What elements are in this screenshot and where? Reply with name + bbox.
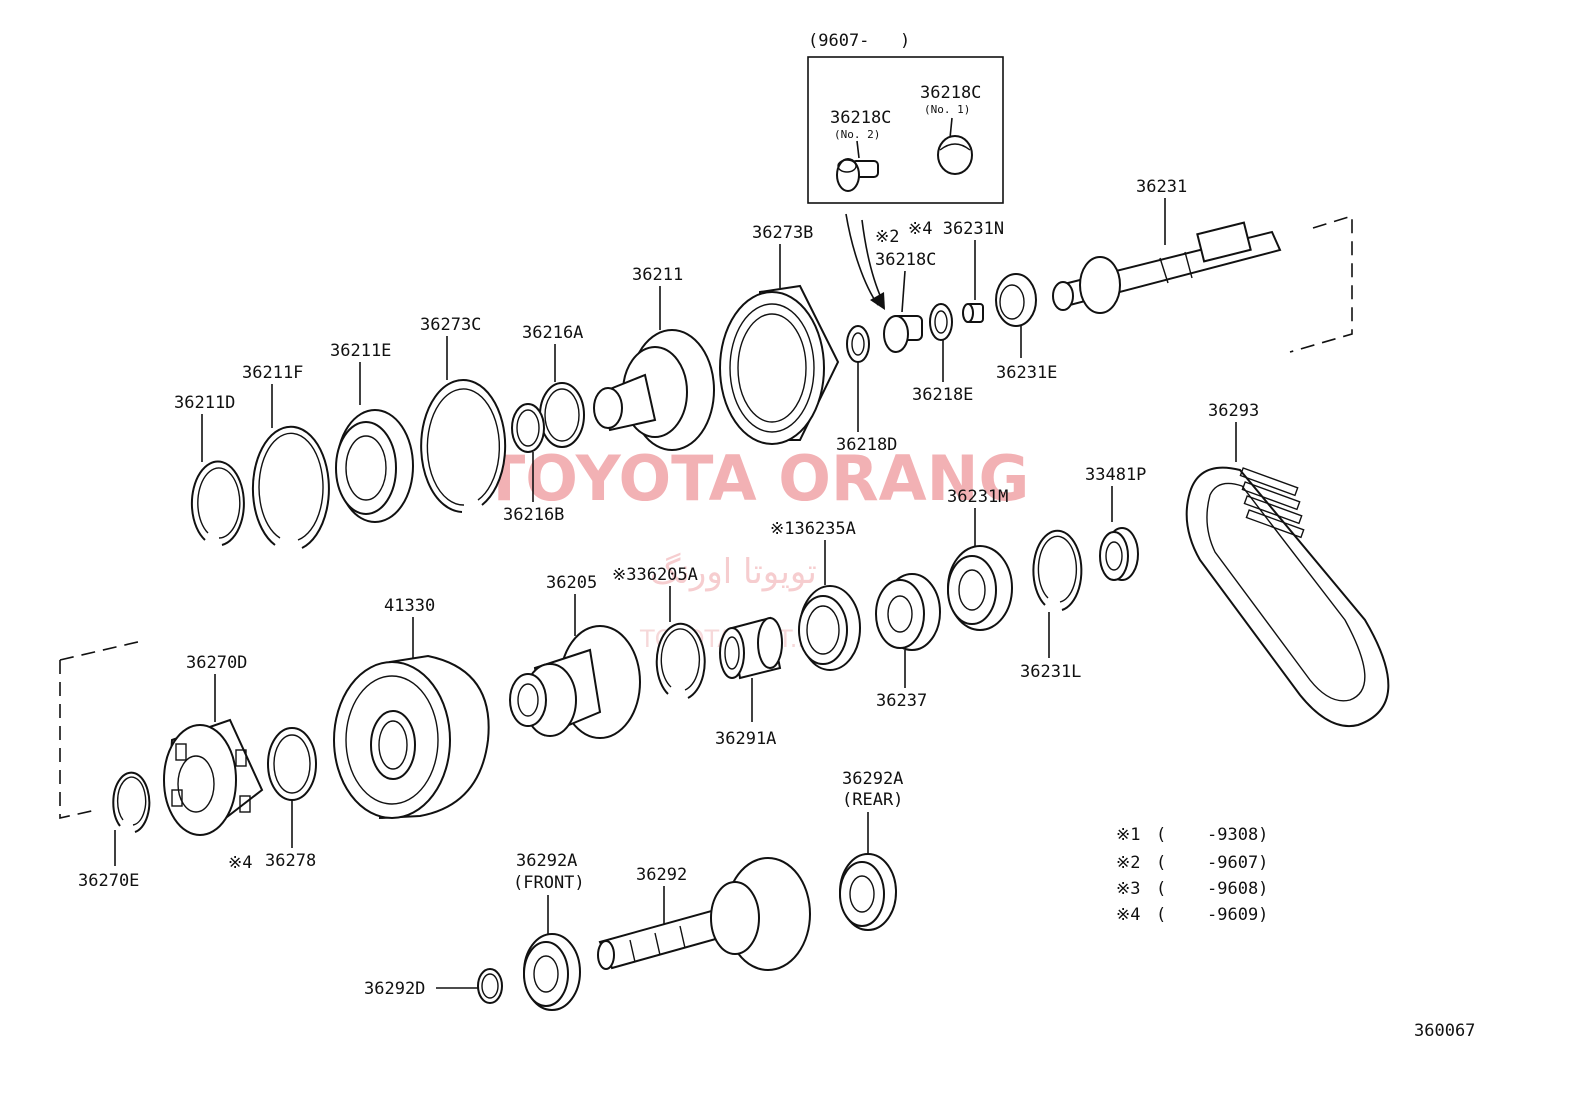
label-36292A-front: 36292A [516,851,577,871]
legend: ※1 ( -9308) ※2 ( -9607) ※3 ( -9608) ※4 (… [1116,825,1268,925]
legend-mark: ※2 [1116,853,1140,873]
cap-no1-part [937,117,973,175]
chain-36293-part [1185,466,1390,728]
label-36231N: ※4 36231N [908,219,1004,239]
inset-caption-open: (9607- [808,31,869,51]
snap-ring-36211F-part [251,425,330,549]
label-36278: 36278 [265,851,316,871]
label-36211D: 36211D [174,393,235,413]
snap-ring-36211D-part [190,460,245,546]
inset-part-b-label: 36218C [920,83,981,103]
inset-box: (9607- ) 36218C (No. 2) 36218C (No. 1) [807,31,1004,310]
ring-36216A-part [539,382,585,448]
label-36291A: 36291A [715,729,776,749]
legend-mark: ※3 [1116,879,1140,899]
bearing-36292A-front-part [523,933,581,1011]
label-36237: 36237 [876,691,927,711]
label-36292A-rear: 36292A [842,769,903,789]
spacer-36231N-part [962,303,984,323]
shaft-36292-part [597,857,811,971]
inset-part-b-sub: (No. 1) [924,103,970,116]
inset-caption-close: ) [900,31,910,51]
legend-open: ( [1156,879,1166,899]
label-36292A-front-sub: (FRONT) [513,873,585,893]
label-36205: 36205 [546,573,597,593]
sprocket-36205-part [509,625,641,739]
washer-36218D-part [846,325,870,363]
label-36270D: 36270D [186,653,247,673]
label-36211F: 36211F [242,363,303,383]
label-36278-mark: ※4 [228,853,252,873]
bearing-36292A-rear-part [839,853,897,931]
bearing-36231E-part [995,273,1037,327]
label-36211: 36211 [632,265,683,285]
label-36231: 36231 [1136,177,1187,197]
hub-36270D-part [163,718,264,836]
output-shaft-part: 36231 [1052,177,1282,314]
watermark: TOYOTA ORANG تویوتا اورنگ TOYOTAPART.IR [483,442,1029,653]
legend-open: ( [1156,853,1166,873]
label-36231L: 36231L [1020,662,1081,682]
snap-ring-36292D-part [477,968,503,1004]
snap-ring-36273C-part [420,379,507,513]
inset-part-a-label: 36218C [830,108,891,128]
label-36273B: 36273B [752,223,813,243]
bearing-36211E-part [335,409,414,523]
legend-range: -9607) [1207,853,1268,873]
label-36292: 36292 [636,865,687,885]
plug-36218C-part [883,315,923,353]
label-36216A: 36216A [522,323,583,343]
label-36231M: 36231M [947,487,1008,507]
legend-range: -9609) [1207,905,1268,925]
label-36273C: 36273C [420,315,481,335]
shaft-link-dash-left [59,660,97,819]
drum-41330-part [333,654,490,820]
gear-36211-part [593,329,715,451]
washer-36218E-part [929,303,953,341]
ring-36216B-part [511,403,545,453]
label-36218D: 36218D [836,435,897,455]
label-36270E: 36270E [78,871,139,891]
label-36292D: 36292D [364,979,425,999]
shaft-link-dash-top [1289,214,1353,353]
label-36218C-mark: ※2 [875,227,899,247]
watermark-persian: تویوتا اورنگ [650,552,817,592]
legend-open: ( [1156,825,1166,845]
label-36216B: 36216B [503,505,564,525]
watermark-title: TOYOTA ORANG [483,442,1029,515]
legend-mark: ※1 [1116,825,1140,845]
bearing-36235A-part [798,585,861,671]
legend-range: -9308) [1207,825,1268,845]
hub-36237-part [875,573,941,651]
inset-part-a-sub: (No. 2) [834,128,880,141]
needle-bearing-36291A-part [719,616,783,680]
washer-36278-part [267,727,317,801]
snap-ring-36231L-part [1032,529,1083,611]
label-36231E: 36231E [996,363,1057,383]
label-36235A: ※136235A [770,519,856,539]
legend-mark: ※4 [1116,905,1140,925]
seal-33481P-part [1099,527,1139,581]
diagram-number: 360067 [1414,1021,1475,1041]
label-36211E: 36211E [330,341,391,361]
label-36293: 36293 [1208,401,1259,421]
plug-no2-part [836,140,879,192]
label-36205A: ※336205A [612,565,698,585]
label-41330: 41330 [384,596,435,616]
snap-ring-36205A-part [655,622,706,699]
leader-36218C [901,270,906,313]
label-33481P: 33481P [1085,465,1146,485]
legend-open: ( [1156,905,1166,925]
inset-frame [807,56,1004,204]
legend-range: -9608) [1207,879,1268,899]
drum-36273B-part [719,284,840,445]
snap-ring-36270E-part [112,771,151,833]
label-36218E: 36218E [912,385,973,405]
label-36218C: 36218C [875,250,936,270]
bearing-36231M-part [947,545,1013,631]
shaft-link-dash-left-top [59,640,143,661]
label-36292A-rear-sub: (REAR) [842,790,903,810]
